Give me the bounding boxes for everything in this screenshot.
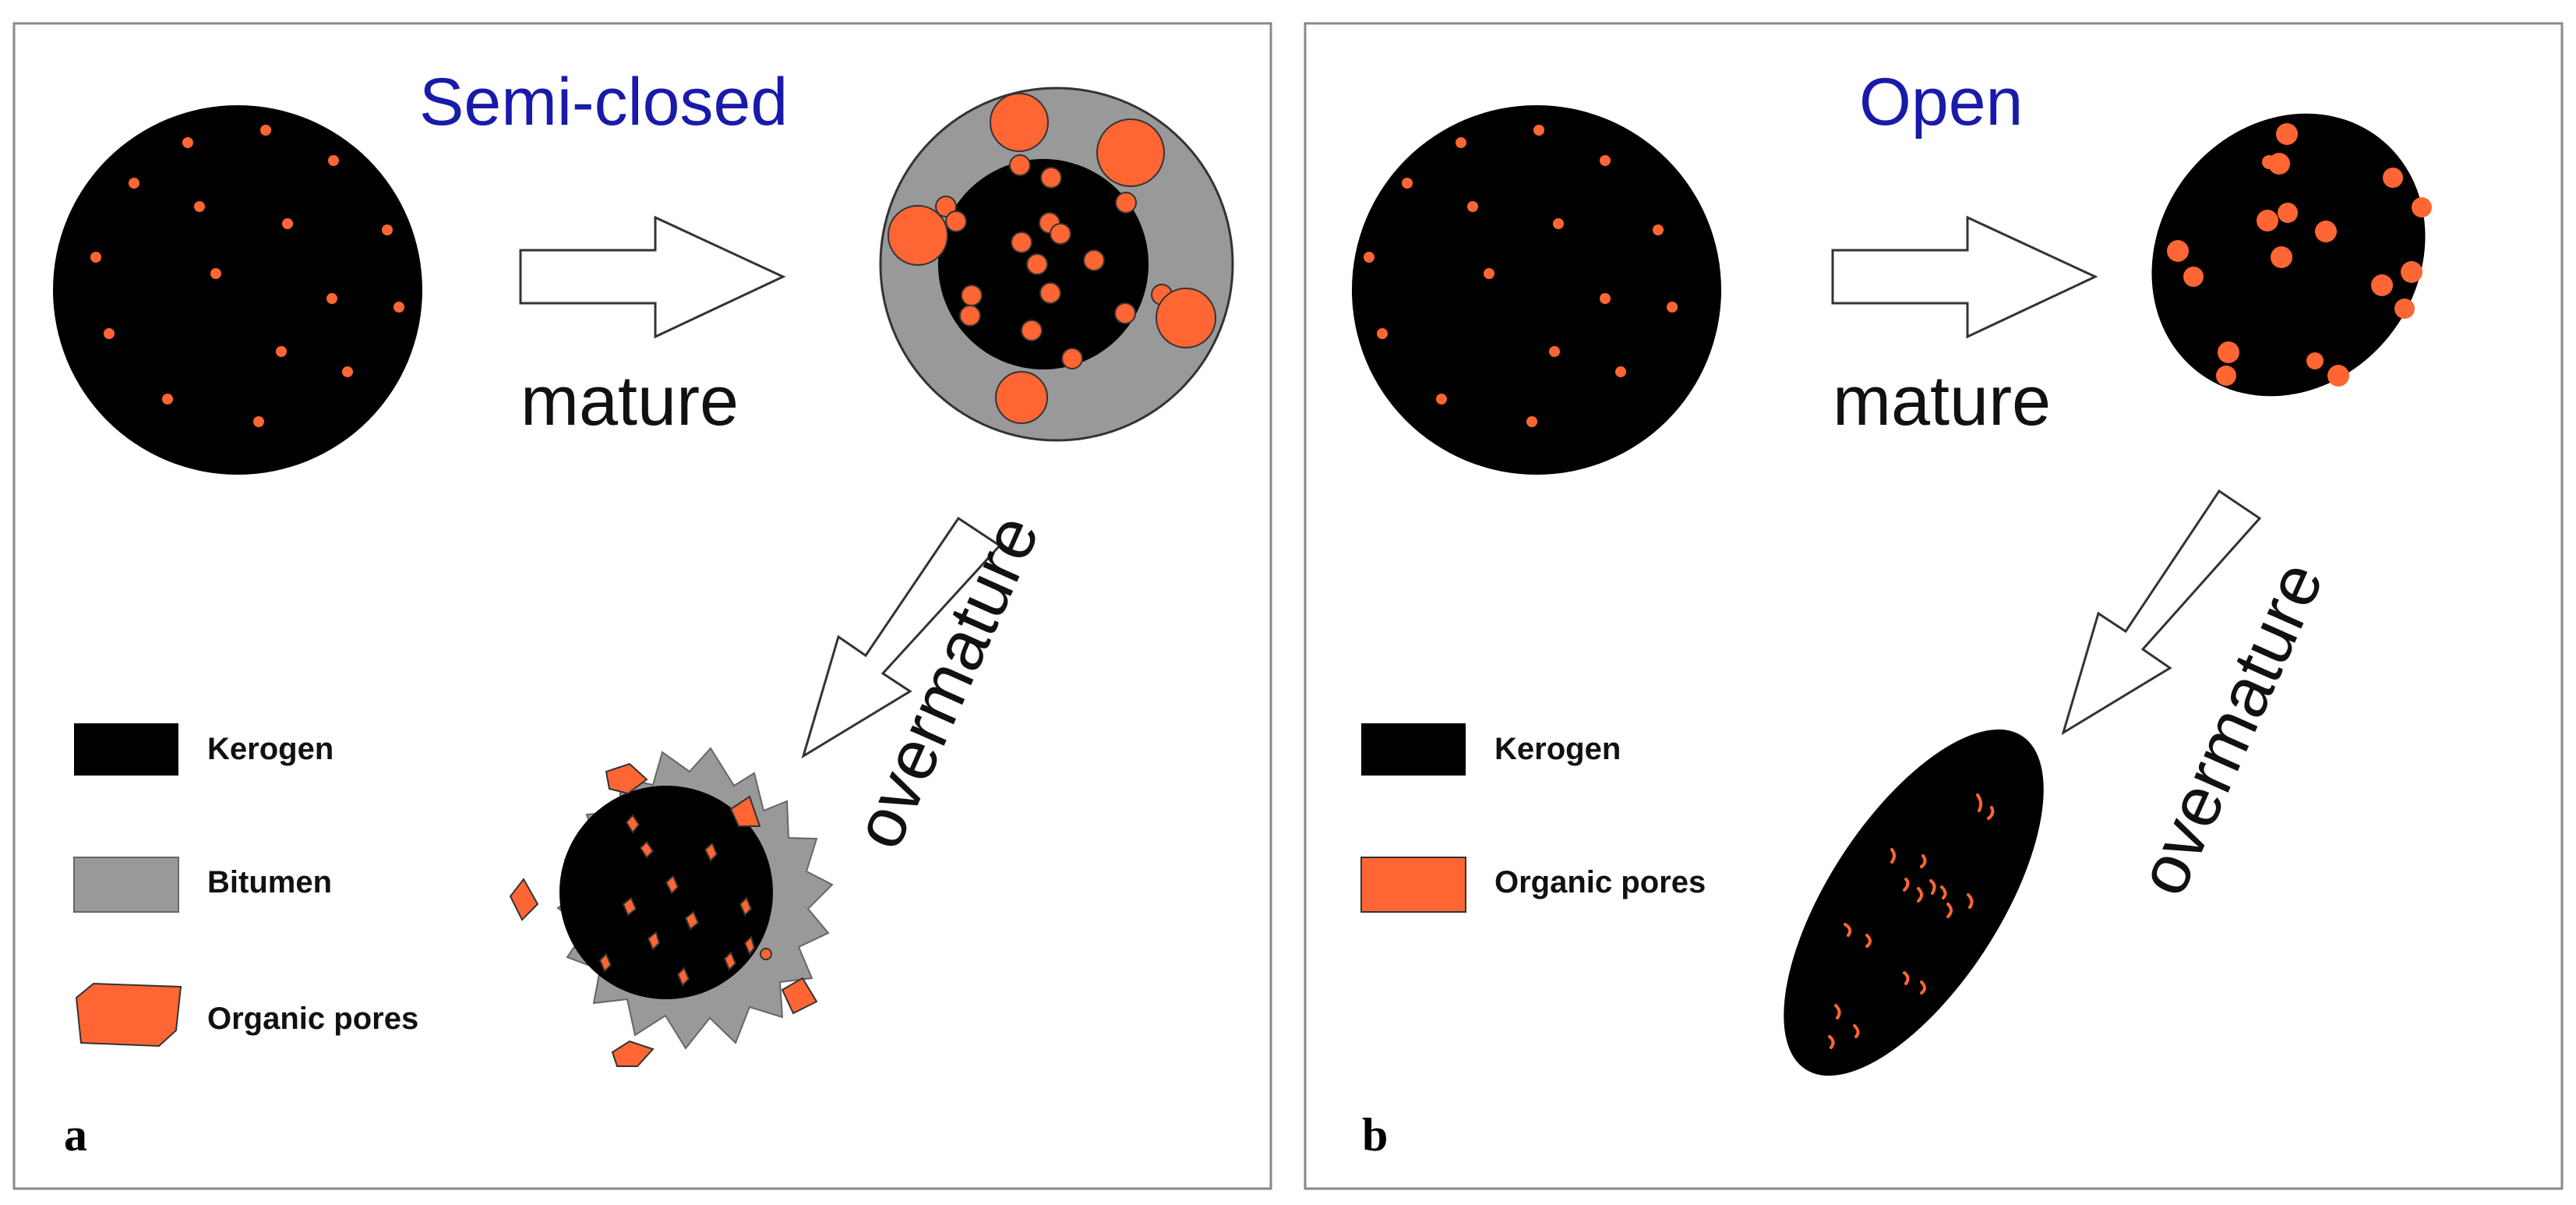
panel-b: Open [1304, 22, 2564, 1190]
legend-swatch-organic-pores [1360, 857, 1466, 913]
panel-b-overmature-arrow [2061, 489, 2262, 736]
legend-swatch-organic-pores [75, 982, 182, 1048]
panel-b-mature-label: mature [1833, 362, 2051, 440]
panel-b-mature-particle [2151, 113, 2432, 397]
legend-label: Organic pores [207, 1002, 418, 1036]
panel-a-letter: a [64, 1109, 87, 1161]
panel-b-letter: b [1362, 1109, 1388, 1161]
panel-a-mature-label: mature [520, 362, 739, 440]
legend-swatch-kerogen [1361, 723, 1466, 776]
panel-b-title: Open [1859, 65, 2023, 140]
panel-b-initial-kerogen [1352, 105, 1721, 475]
panel-a-mature-pores [887, 93, 1216, 424]
legend-label: Kerogen [207, 732, 333, 766]
legend-label: Bitumen [207, 865, 332, 899]
legend-swatch-kerogen [74, 723, 178, 776]
panel-a-mature-particle [879, 87, 1234, 442]
panel-a-title: Semi-closed [419, 65, 788, 140]
panel-b-legend: Kerogen Organic pores [1360, 723, 1706, 913]
panel-b-overmature-pores [1828, 793, 1995, 1049]
panel-a-legend: Kerogen Bitumen Organic pores [73, 723, 418, 1048]
legend-label: Kerogen [1494, 732, 1621, 766]
panel-a-overmature-pores [509, 762, 818, 1067]
legend-swatch-bitumen [73, 857, 179, 913]
panel-a: Semi-closed [12, 22, 1272, 1190]
panel-a-mature-arrow [519, 215, 786, 339]
panel-b-mature-pores [2167, 123, 2432, 387]
panel-a-overmature-arrow [801, 516, 1002, 759]
panel-b-mature-arrow [1831, 215, 2098, 339]
panel-a-overmature-particle [509, 747, 834, 1067]
panel-a-initial-kerogen [53, 105, 422, 475]
legend-label: Organic pores [1494, 865, 1706, 899]
panel-b-overmature-particle [1784, 729, 2044, 1076]
